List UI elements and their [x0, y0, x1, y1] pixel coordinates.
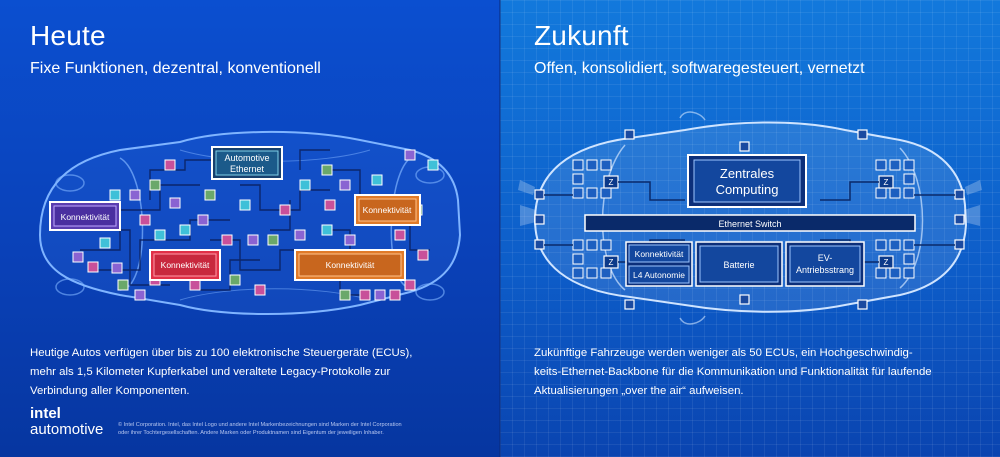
zone-label: Z [609, 258, 614, 267]
zone-label: Z [884, 178, 889, 187]
zone-label: Z [884, 258, 889, 267]
legal-notice: © Intel Corporation. Intel, das Intel Lo… [118, 421, 458, 437]
description-line: Heutige Autos verfügen über bis zu 100 e… [30, 347, 413, 359]
ethernet-switch-bar: Ethernet Switch [584, 214, 916, 232]
description-line: Aktualisierungen „over the air“ aufweise… [534, 385, 744, 397]
konnektivitaet-module-red: Konnektivität [149, 249, 221, 281]
konnektivitaet-label-1: Konnektivität [61, 212, 110, 222]
sensors [534, 129, 965, 310]
zentrales-computing-module: Zentrales Computing [687, 154, 807, 208]
sensor-rays [518, 180, 982, 226]
konnektivitaet-label-4: Konnektivität [326, 260, 375, 270]
konnektivitaet-l4-module: Konnektivität L4 Autonomie [625, 241, 693, 287]
description-line: Verbindung aller Komponenten. [30, 385, 190, 397]
legal-line: oder ihrer Tochtergesellschaften. Andere… [118, 430, 384, 436]
logo-intel: intel [30, 405, 61, 422]
subtitle-zukunft: Offen, konsolidiert, softwaregesteuert, … [534, 60, 865, 77]
zentrales-label-2: Computing [716, 182, 779, 197]
konnektivitaet-module-orange-large: Konnektivität [294, 249, 406, 281]
car-diagram-zukunft: Z Z Z Z [518, 111, 982, 325]
zone-cluster-left-top [572, 159, 612, 199]
logo-automotive: automotive [30, 421, 104, 438]
zone-label: Z [609, 178, 614, 187]
legal-line: © Intel Corporation. Intel, das Intel Lo… [118, 422, 402, 428]
automotive-ethernet-label-2: Ethernet [230, 164, 265, 174]
konnektivitaet-module-left: Konnektivität [49, 201, 121, 231]
description-heute: Heutige Autos verfügen über bis zu 100 e… [30, 344, 470, 401]
batterie-module: Batterie [695, 241, 783, 287]
description-line: keits-Ethernet-Backbone für die Kommunik… [534, 366, 932, 378]
konnektivitaet-label-3: Konnektivität [363, 205, 412, 215]
panel-zukunft: Z Z Z Z [500, 0, 1000, 457]
ev-label-2: Antriebsstrang [796, 265, 854, 275]
zone-cluster-right-top [875, 159, 915, 199]
intel-automotive-logo: intel automotive [30, 406, 103, 438]
automotive-ethernet-module: Automotive Ethernet [211, 146, 283, 180]
title-heute: Heute [30, 20, 106, 51]
batterie-label: Batterie [723, 260, 754, 270]
description-line: Zukünftige Fahrzeuge werden weniger als … [534, 347, 913, 359]
panel-divider [499, 0, 501, 457]
ev-label-1: EV- [818, 253, 833, 263]
l4-autonomie-label: L4 Autonomie [633, 270, 685, 280]
ethernet-switch-label: Ethernet Switch [718, 219, 781, 229]
description-zukunft: Zukünftige Fahrzeuge werden weniger als … [534, 344, 984, 401]
subtitle-heute: Fixe Funktionen, dezentral, konventionel… [30, 60, 321, 77]
ev-antriebsstrang-module: EV- Antriebsstrang [785, 241, 865, 287]
car-diagram-heute: Automotive Ethernet Konnektivität Konnek… [38, 130, 462, 315]
zone-controllers: Z Z Z Z [603, 175, 894, 269]
automotive-ethernet-label-1: Automotive [224, 153, 269, 163]
konnektivitaet-label: Konnektivität [635, 249, 684, 259]
zentrales-label-1: Zentrales [720, 166, 775, 181]
konnektivitaet-module-orange-top: Konnektivität [354, 194, 421, 226]
description-line: mehr als 1,5 Kilometer Kupferkabel und v… [30, 366, 391, 378]
title-zukunft: Zukunft [534, 20, 629, 51]
panel-heute: Automotive Ethernet Konnektivität Konnek… [0, 0, 500, 457]
konnektivitaet-label-2: Konnektivität [161, 260, 210, 270]
